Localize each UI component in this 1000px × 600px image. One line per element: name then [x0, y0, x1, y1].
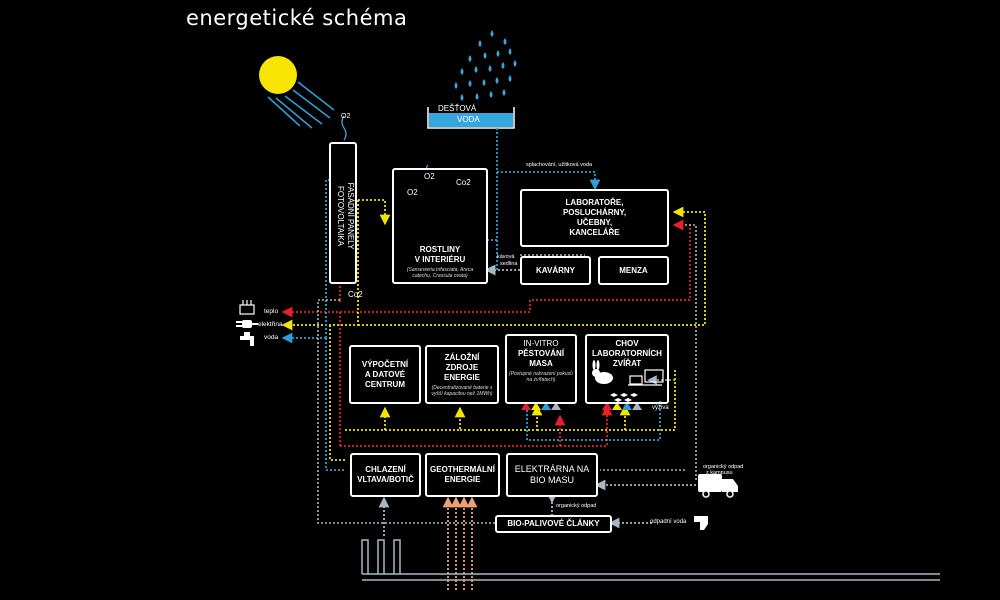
output-water: voda	[264, 334, 279, 341]
output-electricity: elektřina	[258, 321, 283, 328]
tap-icon	[240, 332, 254, 346]
plants-subtitle: (Sansevieria trifasciata, Areca catechu,…	[406, 267, 474, 279]
facade-line1: FASÁDNÍ PANELY	[346, 182, 355, 250]
backup-l3: ENERGIE	[443, 372, 480, 382]
output-heat: teplo	[264, 308, 279, 315]
invitro-l1: IN-VITRO	[523, 339, 559, 348]
facade-line2: FOTOVOLTAIKA	[336, 185, 345, 246]
facade-panels-box: FASÁDNÍ PANELY FOTOVOLTAIKA	[329, 142, 357, 284]
waste-water-icon	[694, 516, 708, 530]
backup-box: ZÁLOŽNÍ ZDROJE ENERGIE (Decentralizované…	[425, 345, 499, 404]
animals-l3: ZVÍŘAT	[612, 359, 642, 368]
rain-label: DEŠŤOVÁ	[438, 104, 477, 113]
o2-facade-label: O2	[341, 113, 351, 120]
backup-sub: (Decentralizované baterie s vyšší kapaci…	[431, 384, 493, 397]
geo-l1: GEOTHERMÁLNÍ	[430, 465, 495, 474]
animals-l2: LABORATORNÍCH	[592, 349, 662, 358]
cafes-label: KAVÁRNY	[536, 265, 575, 275]
rain-tank	[427, 107, 515, 129]
plug-icon	[236, 320, 258, 328]
canteen-box: MENZA	[598, 256, 669, 285]
plants-o2-a: O2	[424, 172, 435, 181]
invitro-sub: (Postupné nahrazení pokusů na zvířatech)	[509, 371, 573, 383]
geo-l2: ENERGIE	[444, 475, 481, 484]
labs-box: LABORATOŘE, POSLUCHÁRNY, UČEBNY, KANCELÁ…	[520, 189, 669, 247]
plants-co2-a: Co2	[456, 178, 471, 187]
coffee-label-2: sedlina	[500, 261, 518, 267]
co2-facade-label: Co2	[348, 290, 363, 299]
labs-l2: POSLUCHÁRNY,	[562, 208, 627, 217]
animals-l1: CHOV	[615, 339, 639, 348]
plants-box: ROSTLINY V INTERIÉRU (Sansevieria trifas…	[392, 168, 488, 284]
animals-box: CHOV LABORATORNÍCH ZVÍŘAT	[585, 334, 669, 404]
labs-l3: UČEBNY,	[576, 218, 613, 227]
labs-l4: KANCELÁŘE	[569, 228, 620, 237]
flush-label: splachování, užitková voda	[526, 162, 593, 168]
invitro-l2: PĚSTOVÁNÍ	[517, 349, 565, 358]
plants-title2: V INTERIÉRU	[414, 255, 466, 264]
monitor-icon	[628, 369, 664, 386]
animal-marks	[610, 393, 638, 402]
rabbit-icon	[592, 360, 613, 384]
nutrition-label: výživa	[652, 405, 669, 411]
rain-label-2: VODA	[457, 115, 480, 124]
page-title: energetické schéma	[186, 6, 408, 30]
invitro-l3: MASA	[529, 359, 553, 368]
radiator-icon	[239, 300, 255, 315]
geothermal-box: GEOTHERMÁLNÍ ENERGIE	[425, 453, 500, 497]
cooling-l2: VLTAVA/BOTIČ	[357, 475, 414, 484]
fuel-cells-label: BIO-PALIVOVÉ ČLÁNKY	[507, 519, 600, 528]
waste-water-label: odpadní voda	[650, 519, 687, 525]
org-waste-campus-1: organický odpad	[703, 464, 744, 470]
org-waste-label: organický odpad	[556, 503, 597, 509]
plants-o2-b: O2	[407, 188, 418, 197]
cafes-box: KAVÁRNY	[520, 256, 591, 285]
computing-l1: VÝPOČETNÍ	[361, 359, 409, 369]
plants-title1: ROSTLINY	[419, 245, 461, 254]
coffee-label-1: kávová	[497, 254, 515, 260]
invitro-arrows	[521, 402, 561, 410]
invitro-box: IN-VITRO PĚSTOVÁNÍ MASA (Postupné nahraz…	[505, 334, 577, 404]
animals-arrows	[602, 402, 642, 410]
o2-squiggle-facade	[341, 115, 347, 141]
truck-icon	[698, 474, 738, 498]
rain-icon	[454, 30, 517, 101]
org-waste-campus-2: z kampusu	[706, 470, 733, 476]
canteen-label: MENZA	[619, 265, 648, 275]
computing-l3: CENTRUM	[365, 379, 405, 389]
pipe-icon	[361, 539, 940, 581]
labs-l1: LABORATOŘE,	[565, 198, 624, 207]
bio-plant-box: ELEKTRÁRNA NA BIO MASU	[506, 453, 598, 497]
computing-l2: A DATOVÉ	[364, 369, 406, 379]
bio-plant-l2: BIO MASU	[529, 475, 574, 485]
computing-box: VÝPOČETNÍ A DATOVÉ CENTRUM	[349, 345, 421, 404]
fuel-cells-box: BIO-PALIVOVÉ ČLÁNKY	[495, 515, 612, 533]
bio-plant-l1: ELEKTRÁRNA NA	[514, 464, 590, 474]
cooling-l1: CHLAZENÍ	[365, 465, 406, 474]
sun-icon	[259, 56, 335, 129]
cooling-box: CHLAZENÍ VLTAVA/BOTIČ	[350, 453, 421, 497]
backup-l1: ZÁLOŽNÍ	[444, 352, 480, 362]
backup-l2: ZDROJE	[445, 362, 479, 372]
